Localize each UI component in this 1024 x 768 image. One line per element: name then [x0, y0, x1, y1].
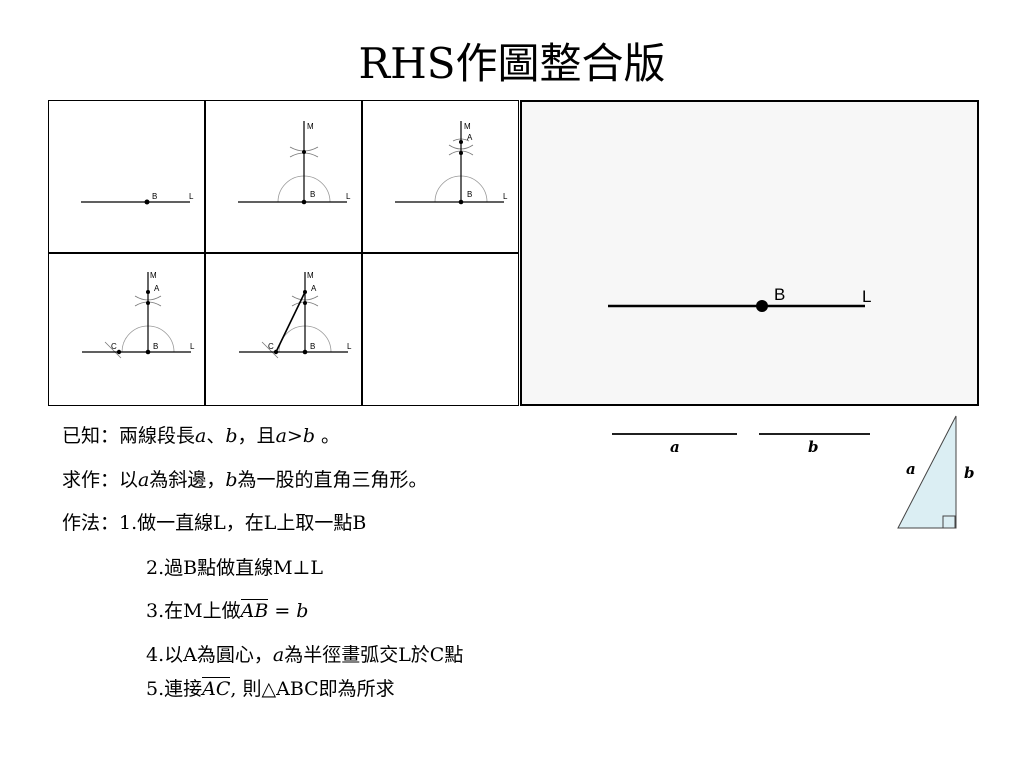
label-m: M: [307, 271, 314, 280]
step-5-panel: M A C B L: [205, 253, 362, 406]
construct-text-1: 以: [119, 469, 139, 491]
var-a: a: [195, 425, 207, 447]
point-c: [116, 349, 122, 355]
step-4-suffix: 為半徑畫弧交L於C點: [284, 644, 464, 666]
label-l: L: [190, 342, 195, 351]
method-step-2: 2.過B點做直線M⊥L: [146, 557, 324, 579]
point-c: [273, 349, 279, 355]
construct-text-3: 為一股的直角三角形。: [237, 469, 428, 491]
given-text-1: 兩線段長: [119, 425, 196, 447]
given-end: 。: [314, 425, 341, 447]
arc-mark-c: [261, 341, 279, 359]
label-m: M: [307, 122, 314, 131]
point-intersection: [303, 301, 307, 305]
label-c: C: [268, 342, 274, 351]
method-step-5: 5.連接AC, 則△ABC即為所求: [146, 677, 395, 701]
given-sep: 、: [206, 425, 226, 447]
hypotenuse-label: a: [906, 460, 916, 478]
var-b-2: b: [302, 425, 315, 447]
label-l: L: [503, 192, 508, 201]
point-a: [303, 290, 307, 294]
point-b: [144, 199, 150, 205]
greater-than: >: [286, 425, 303, 447]
step-2-figure: M B L: [238, 121, 351, 205]
method-step-4: 4.以A為圓心，a為半徑畫弧交L於C點: [146, 643, 463, 667]
step-4-figure: M A C B L: [82, 271, 195, 359]
construct-label: 求作：: [62, 469, 120, 491]
construction-canvas: B L: [520, 100, 979, 406]
step-4-panel: M A C B L: [48, 253, 205, 406]
step-5-prefix: 5.連接: [146, 678, 203, 700]
page-title: RHS作圖整合版: [358, 39, 666, 88]
given-line: 已知：兩線段長a、b，且a>b 。: [62, 424, 340, 448]
label-m: M: [464, 122, 471, 131]
var-a: a: [138, 469, 150, 491]
var-b: b: [296, 600, 309, 622]
construct-line: 求作：以a為斜邊，b為一股的直角三角形。: [62, 468, 428, 492]
step-1-figure: B L: [81, 192, 194, 205]
point-b: [145, 349, 151, 355]
right-angle-mark: [942, 515, 956, 529]
method-step-1-line: 作法：1.做一直線L，在L上取一點B: [62, 511, 366, 535]
segment-ac-label: AC: [202, 677, 231, 700]
segment-ab-label: AB: [240, 599, 269, 622]
given-text-2: ，且: [237, 425, 276, 447]
label-b: B: [153, 342, 158, 351]
label-b: B: [774, 285, 785, 304]
label-a: A: [311, 284, 317, 293]
point-intersection: [146, 301, 150, 305]
var-b: b: [225, 425, 238, 447]
label-l: L: [346, 192, 351, 201]
var-a: a: [272, 644, 285, 666]
step-3-eq: =: [268, 600, 297, 622]
var-b: b: [225, 469, 238, 491]
empty-panel: [362, 253, 519, 406]
point-intersection: [459, 151, 463, 155]
method-label: 作法：: [62, 512, 120, 534]
point-b: [756, 300, 768, 312]
point-intersection: [302, 150, 306, 154]
step-5-suffix: , 則△ABC即為所求: [230, 678, 395, 700]
point-b: [458, 199, 464, 205]
given-label: 已知：: [62, 425, 120, 447]
right-triangle: [897, 415, 957, 529]
segment-a-label: a: [670, 438, 680, 456]
construct-text-2: 為斜邊，: [149, 469, 226, 491]
method-step-3: 3.在M上做AB = b: [146, 599, 308, 623]
label-b: B: [310, 190, 315, 199]
label-m: M: [150, 271, 157, 280]
label-a: A: [154, 284, 160, 293]
leg-label: b: [964, 464, 975, 482]
arc-mark-c: [104, 341, 122, 359]
given-segments-figure: a b: [612, 433, 870, 456]
label-l: L: [862, 287, 871, 306]
step-3-prefix: 3.在M上做: [146, 600, 241, 622]
label-b: B: [152, 192, 157, 201]
construction-steps-grid: B L M B L M: [48, 100, 520, 406]
label-l: L: [347, 342, 352, 351]
point-a: [146, 290, 150, 294]
step-1-panel: B L: [48, 100, 205, 253]
label-l: L: [189, 192, 194, 201]
right-triangle-figure: a b: [897, 415, 975, 529]
label-b: B: [310, 342, 315, 351]
step-5-figure: M A C B L: [239, 271, 352, 359]
var-a-2: a: [275, 425, 287, 447]
point-b: [302, 349, 308, 355]
step-2-panel: M B L: [205, 100, 362, 253]
segment-ac: [275, 291, 306, 353]
label-b: B: [467, 190, 472, 199]
step-4-prefix: 4.以A為圓心，: [146, 644, 273, 666]
step-3-figure: M A B L: [395, 121, 508, 205]
point-b: [301, 199, 307, 205]
label-a: A: [467, 133, 473, 142]
step-3-panel: M A B L: [362, 100, 519, 253]
construction-canvas-figure: B L: [608, 285, 871, 312]
label-c: C: [111, 342, 117, 351]
method-step-1: 1.做一直線L，在L上取一點B: [119, 512, 367, 534]
segment-b-label: b: [808, 438, 819, 456]
point-a: [459, 140, 463, 144]
